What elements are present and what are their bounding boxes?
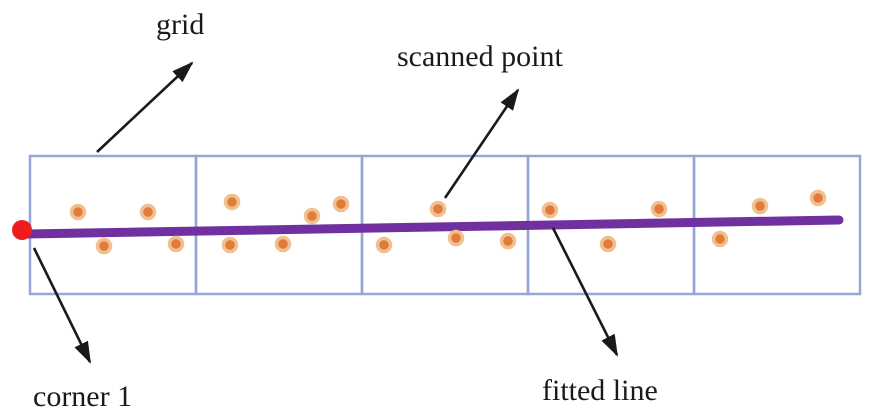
scanned-point-dot xyxy=(167,235,185,253)
scanned-point-dot xyxy=(499,232,517,250)
scanned-point-dot xyxy=(599,235,617,253)
grid-arrow xyxy=(96,61,194,153)
scanned-point-label: scanned point xyxy=(397,40,563,73)
fitted-line xyxy=(22,215,844,239)
corner-arrow xyxy=(32,247,92,364)
corner-point-dot xyxy=(12,220,32,240)
scanned-point-dot xyxy=(95,237,113,255)
scanned-point-dot xyxy=(429,200,447,218)
scanned-point-dot xyxy=(447,229,465,247)
scanned-point-dot xyxy=(332,195,350,213)
fitted-line-label: fitted line xyxy=(542,374,658,407)
scanned-point-dot xyxy=(139,203,157,221)
scanned-point-dot xyxy=(274,235,292,253)
scanned-point-dot xyxy=(650,200,668,218)
scanned-point-dot xyxy=(711,230,729,248)
scanned-point-arrow xyxy=(443,88,520,199)
grid-label: grid xyxy=(156,8,205,41)
scanned-point-dot xyxy=(809,189,827,207)
corner-1-label: corner 1 xyxy=(33,380,133,413)
fitted-line-arrow xyxy=(551,227,619,357)
scanned-point-dot xyxy=(375,236,393,254)
scanned-point-dot xyxy=(303,207,321,225)
scanned-point-dot xyxy=(223,193,241,211)
grid-cell xyxy=(28,154,198,296)
scanned-point-dot xyxy=(541,201,559,219)
scanned-point-dot xyxy=(221,236,239,254)
scanned-point-dot xyxy=(751,197,769,215)
scanned-point-dot xyxy=(69,203,87,221)
